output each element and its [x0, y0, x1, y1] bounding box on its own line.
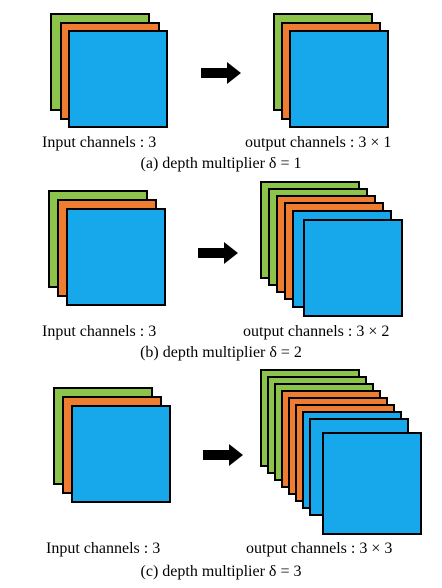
panel-b: Input channels : 3 output channels : 3 ×… — [42, 181, 403, 361]
input-channel-3 — [66, 208, 166, 306]
arrow-right-icon — [198, 242, 238, 264]
output-channel-9 — [322, 432, 422, 535]
output-channels-label: output channels : 3 × 1 — [245, 134, 392, 151]
output-channels-label: output channels : 3 × 2 — [243, 323, 390, 340]
output-channel-3 — [289, 30, 389, 128]
arrow-right-icon — [201, 62, 241, 84]
caption-a: (a) depth multiplier δ = 1 — [140, 155, 302, 172]
input-channel-3 — [71, 405, 171, 503]
input-channels-label: Input channels : 3 — [46, 540, 161, 557]
panel-a: Input channels : 3 output channels : 3 ×… — [0, 0, 442, 180]
arrow-right-icon — [203, 444, 243, 466]
caption-b: (b) depth multiplier δ = 2 — [140, 344, 302, 361]
input-channels-label: Input channels : 3 — [42, 134, 157, 151]
output-channels-label: output channels : 3 × 3 — [246, 540, 393, 557]
output-channel-6 — [303, 219, 403, 317]
caption-c: (c) depth multiplier δ = 3 — [140, 563, 302, 580]
input-channel-3 — [68, 30, 168, 128]
input-channels-label: Input channels : 3 — [42, 323, 157, 340]
